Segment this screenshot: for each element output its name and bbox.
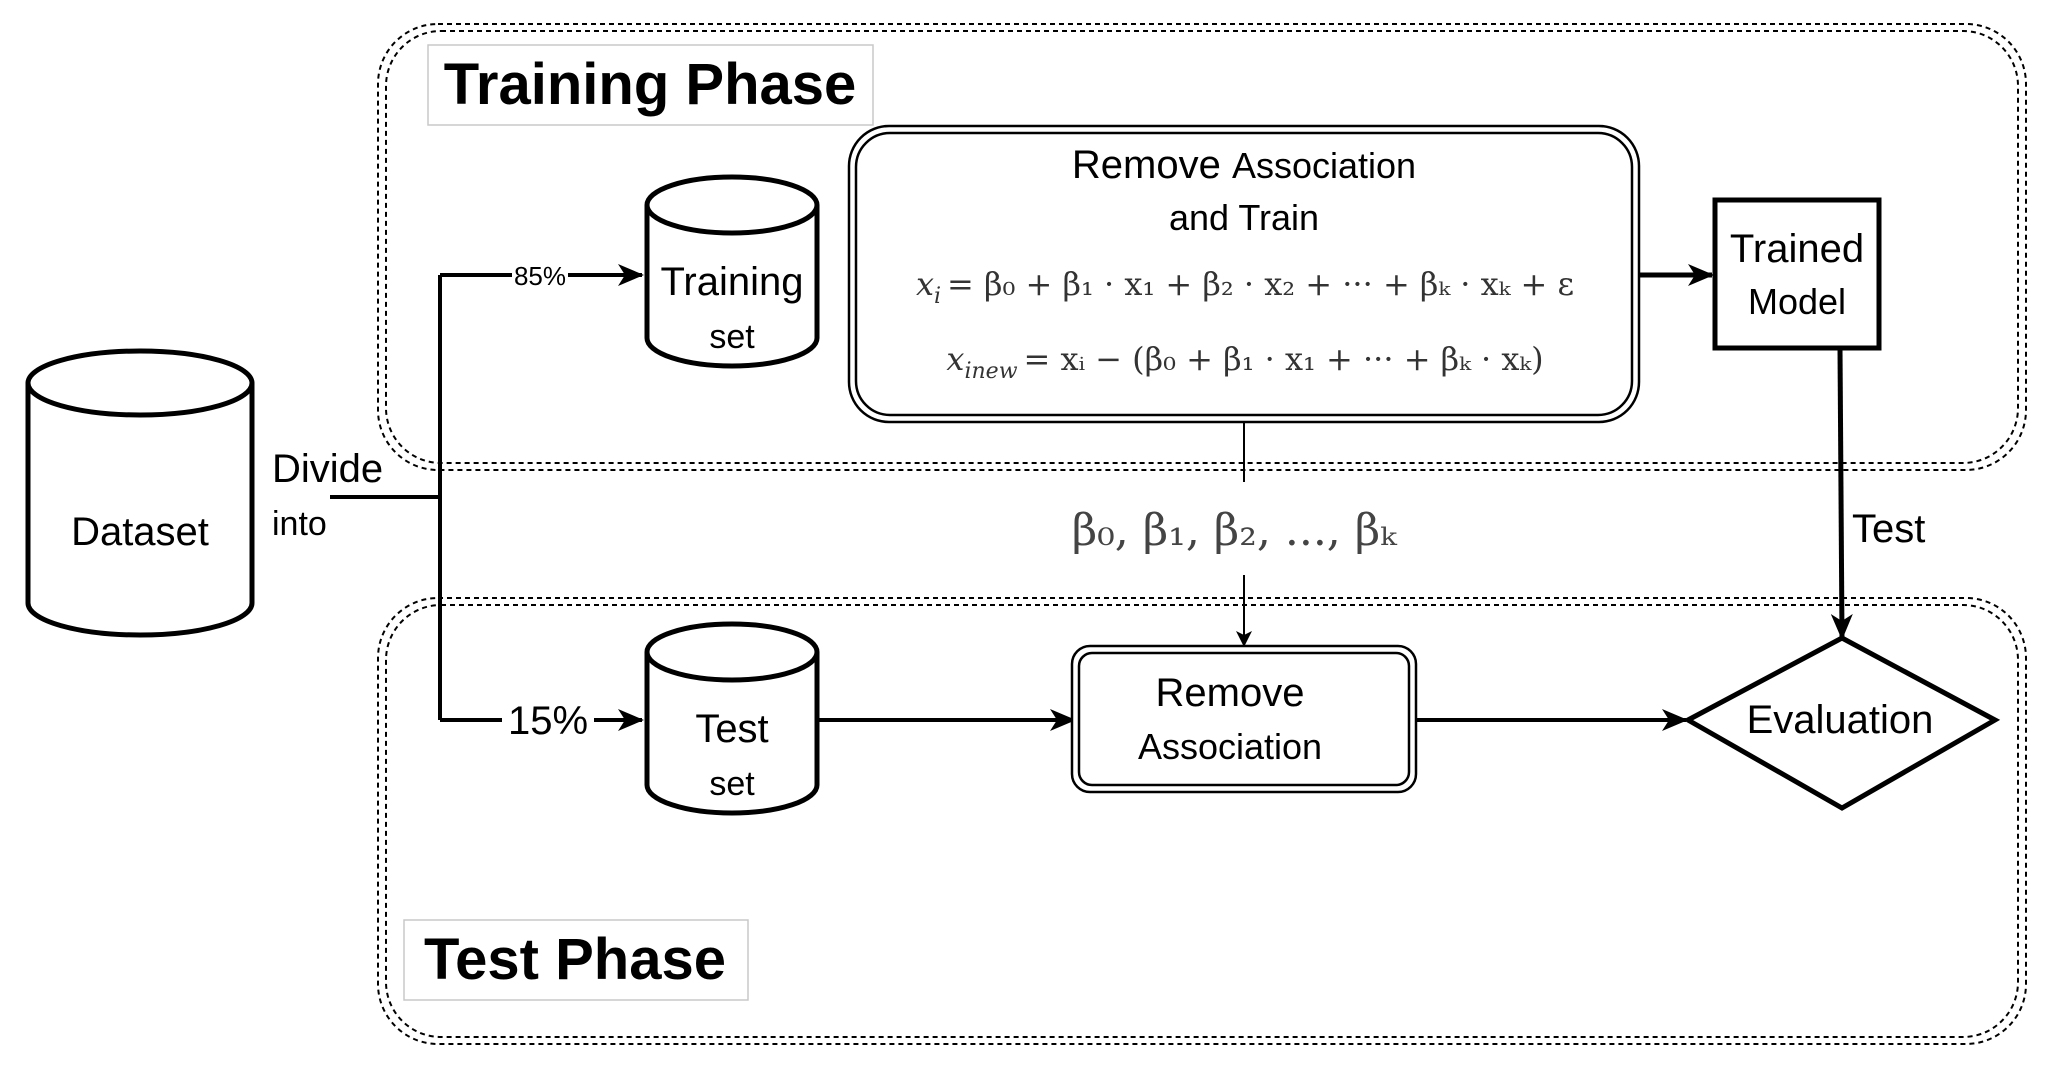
training-phase-title-box: Training Phase [427, 44, 874, 126]
test-set-label-line2: set [709, 765, 755, 803]
evaluation-label: Evaluation [1747, 698, 1934, 742]
trained-model-label-line2: Model [1748, 281, 1846, 322]
test-phase-title-box: Test Phase [403, 919, 749, 1001]
training-phase-container [377, 23, 2027, 471]
trained-model-box: Trained Model [1712, 197, 1882, 351]
remove-train-title-line1: Remove Association [1072, 143, 1416, 187]
training-set-label-line1: Training [660, 260, 803, 304]
evaluation-diamond: Evaluation [1682, 635, 2001, 811]
coefficients-label: β₀, β₁, β₂, ..., βₖ [1072, 505, 1398, 556]
remove-association-label-line1: Remove [1156, 671, 1305, 715]
training-set-cylinder: Training set [644, 174, 820, 369]
dataset-label: Dataset [71, 510, 209, 554]
divide-label-line1: Divide [272, 447, 383, 491]
training-phase-title: Training Phase [444, 52, 857, 117]
remove-association-box: Remove Association [1070, 644, 1418, 794]
divide-label-line2: into [272, 505, 327, 543]
remove-train-title-line2: and Train [1169, 197, 1319, 238]
remove-association-train-box: Remove Association and Train xi= β₀ + β₁… [847, 124, 1641, 424]
split-15-label: 15% [508, 699, 588, 743]
remove-association-label-line2: Association [1138, 726, 1322, 767]
model-to-evaluation-arrow [1830, 347, 1853, 640]
training-set-label-line2: set [709, 318, 755, 356]
trained-model-label-line1: Trained [1730, 227, 1864, 271]
dataset-cylinder: Dataset [25, 348, 255, 638]
test-edge-label: Test [1852, 507, 1925, 551]
split-85-label: 85% [514, 261, 566, 291]
test-phase-title: Test Phase [424, 927, 726, 992]
split-connector [330, 264, 644, 731]
residual-equation: xinew= xᵢ − (β₀ + β₁ · x₁ + ··· + βₖ · x… [946, 340, 1543, 384]
regression-equation: xi= β₀ + β₁ · x₁ + β₂ · x₂ + ··· + βₖ · … [916, 265, 1574, 309]
test-set-label-line1: Test [695, 707, 768, 751]
test-set-cylinder: Test set [644, 621, 820, 816]
test-phase-container [377, 597, 2027, 1045]
